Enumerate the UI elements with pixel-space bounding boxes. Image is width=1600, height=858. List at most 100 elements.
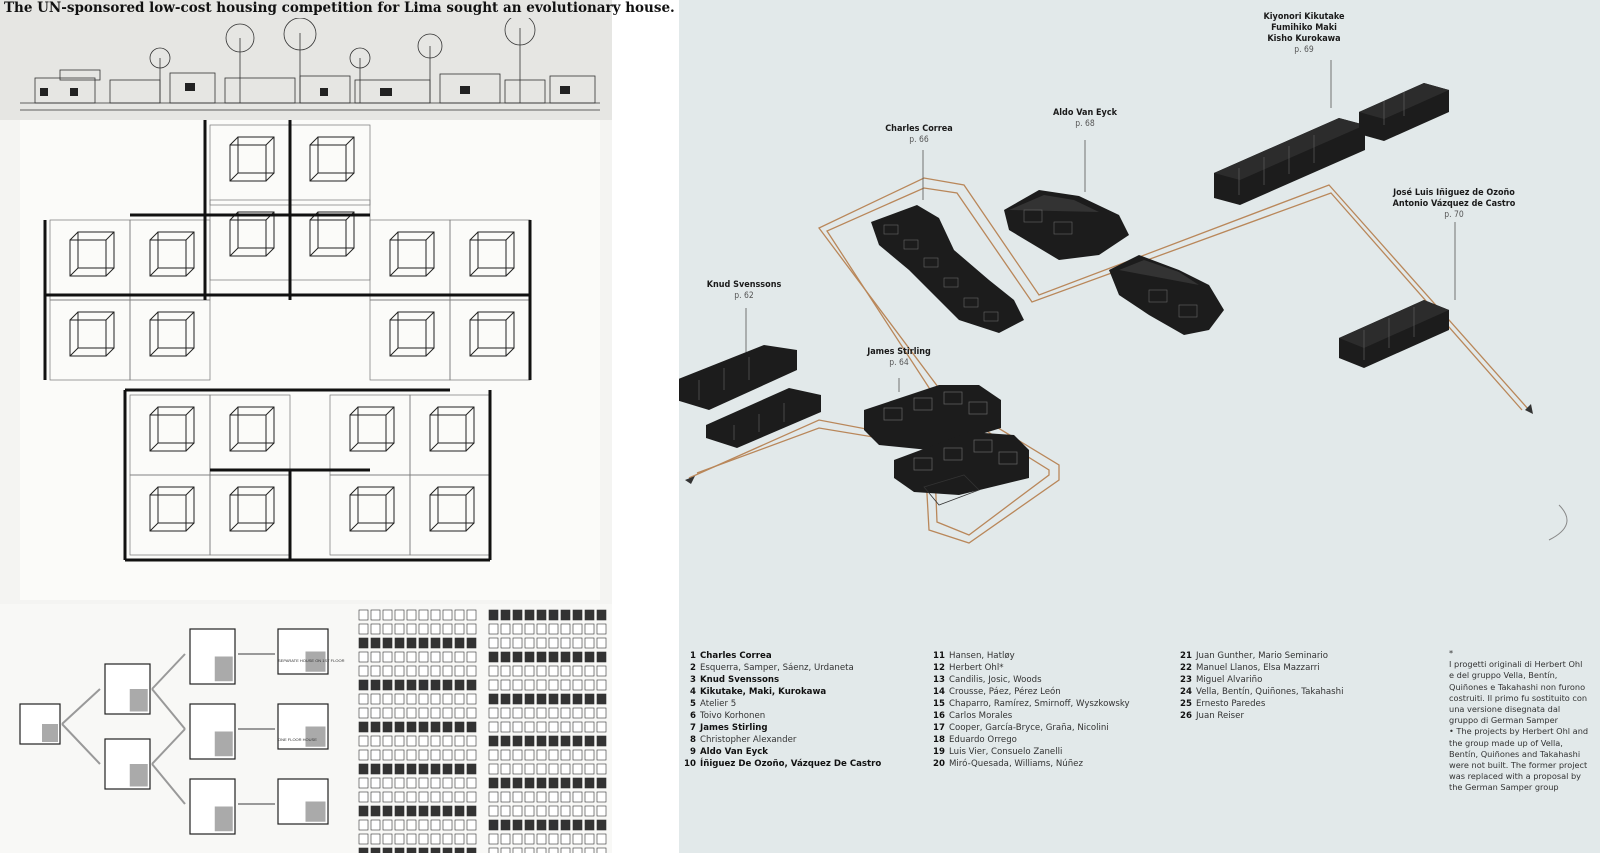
crescent-mark [1548, 504, 1568, 541]
cube-unit [449, 299, 531, 381]
arrow-line [61, 723, 101, 765]
legend-number: 11 [933, 651, 945, 661]
legend-text: Vella, Bentín, Quiñones, Takahashi [1196, 687, 1344, 697]
cube-unit [129, 474, 211, 556]
cube-unit [209, 199, 291, 281]
svenssons-block [679, 345, 821, 448]
legend-text: Juan Reiser [1196, 711, 1244, 721]
left-panel: The UN-sponsored low-cost housing compet… [0, 0, 675, 858]
house-stage [104, 663, 151, 715]
legend-text: James Stirling [700, 723, 768, 733]
legend-item: 7 James Stirling [684, 722, 881, 734]
house-stage [277, 628, 329, 675]
arrow-line [151, 763, 186, 805]
house-stage [277, 703, 329, 750]
cube-unit [449, 219, 531, 301]
house-evolution-diagram: SEPARATE HOUSE ON 1ST FLOOR ONE FLOOR HO… [0, 604, 612, 858]
cube-unit [209, 394, 291, 476]
legend-item: 18 Eduardo Orrego [933, 734, 1130, 746]
house-stage [189, 703, 236, 760]
legend-text: Íñiguez De Ozoño, Vázquez De Castro [700, 759, 882, 769]
cube-unit [369, 299, 451, 381]
legend-text: Kikutake, Maki, Kurokawa [700, 687, 827, 697]
legend-number: 19 [933, 747, 945, 757]
dense-site-plan [488, 609, 607, 858]
legend-text: Toivo Korhonen [700, 711, 766, 721]
site-plan-panel: Kiyonori Kikutake Fumihiko Maki Kisho Ku… [679, 0, 1600, 853]
footnote-italian: I progetti originali di Herbert Ohl e de… [1449, 659, 1588, 726]
cube-unit [49, 299, 131, 381]
dense-site-plan [358, 609, 477, 858]
cube-unit [329, 474, 411, 556]
legend-number: 25 [1180, 699, 1192, 709]
legend-item: 8 Christopher Alexander [684, 734, 881, 746]
label-svenssons: Knud Svenssons p. 62 [706, 280, 782, 301]
legend-item: 5 Atelier 5 [684, 698, 881, 710]
correa-block [871, 205, 1024, 333]
legend-text: Knud Svenssons [700, 675, 780, 685]
legend-text: Esquerra, Samper, Sáenz, Urdaneta [700, 663, 854, 673]
footnote-english: • The projects by Herbert Ohl and the gr… [1449, 726, 1589, 793]
kikutake-block [1214, 83, 1449, 205]
legend-item: 10 Íñiguez De Ozoño, Vázquez De Castro [684, 758, 881, 770]
legend-text: Miguel Alvariño [1196, 675, 1263, 685]
legend-text: Christopher Alexander [700, 735, 797, 745]
legend-number: 7 [690, 723, 696, 733]
legend-number: 5 [690, 699, 696, 709]
legend-item: 26 Juan Reiser [1180, 710, 1344, 722]
legend-number: 6 [690, 711, 696, 721]
cube-unit [289, 199, 371, 281]
legend-item: 6 Toivo Korhonen [684, 710, 881, 722]
cube-unit [209, 124, 291, 206]
stirling-block [864, 385, 1029, 506]
legend-text: Aldo Van Eyck [700, 747, 769, 757]
legend-text: Herbert Ohl* [949, 663, 1004, 673]
legend-text: Cooper, García-Bryce, Graña, Nicolini [949, 723, 1109, 733]
legend-number: 3 [690, 675, 696, 685]
house-stage [19, 703, 61, 745]
legend-number: 26 [1180, 711, 1192, 721]
legend-text: Atelier 5 [700, 699, 737, 709]
legend-number: 14 [933, 687, 945, 697]
legend-number: 16 [933, 711, 945, 721]
legend-text: Miró-Quesada, Williams, Núñez [949, 759, 1083, 769]
label-kikutake: Kiyonori Kikutake Fumihiko Maki Kisho Ku… [1263, 12, 1345, 55]
arrow-line [151, 653, 186, 690]
legend-number: 10 [684, 759, 696, 769]
legend-item: 16 Carlos Morales [933, 710, 1130, 722]
house-stage [277, 778, 329, 825]
legend-number: 18 [933, 735, 945, 745]
legend-text: Charles Correa [700, 651, 772, 661]
house-stage [104, 738, 151, 790]
legend-number: 1 [690, 651, 696, 661]
leader-lines [745, 60, 1456, 392]
legend-number: 8 [690, 735, 696, 745]
legend-number: 24 [1180, 687, 1192, 697]
legend-number: 22 [1180, 663, 1192, 673]
legend-number: 21 [1180, 651, 1192, 661]
left-header: The UN-sponsored low-cost housing compet… [0, 0, 675, 120]
legend-number: 13 [933, 675, 945, 685]
legend-item: 1 Charles Correa [684, 650, 881, 662]
legend-text: Carlos Morales [949, 711, 1013, 721]
legend-text: Crousse, Páez, Pérez León [949, 687, 1061, 697]
legend-item: 14 Crousse, Páez, Pérez León [933, 686, 1130, 698]
legend-text: Eduardo Orrego [949, 735, 1017, 745]
cube-unit [129, 299, 211, 381]
cube-unit [409, 474, 491, 556]
cube-unit [129, 219, 211, 301]
footnote: * I progetti originali di Herbert Ohl e … [1449, 648, 1589, 794]
cube-unit [49, 219, 131, 301]
cube-unit [329, 394, 411, 476]
